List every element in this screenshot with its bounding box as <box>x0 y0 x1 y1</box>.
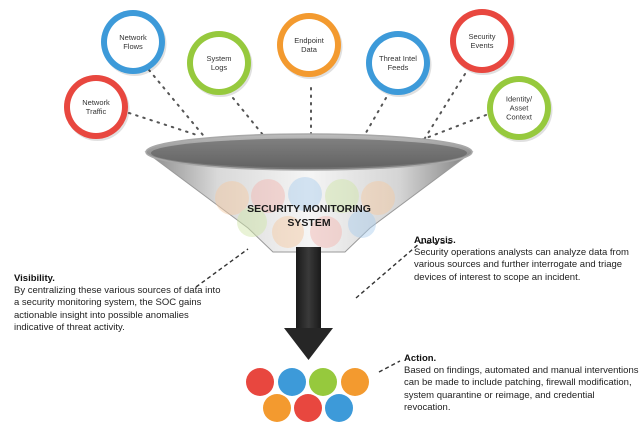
funnel-data-blobs <box>215 177 395 248</box>
source-label-system-logs: System <box>206 54 231 63</box>
analysis-block: Analysis. Security operations analysts c… <box>414 235 640 284</box>
source-label-security-events: Events <box>471 41 494 50</box>
output-dot <box>246 368 274 396</box>
source-label-endpoint-data: Data <box>301 45 318 54</box>
down-arrow <box>284 247 333 360</box>
source-center-network-flows <box>107 16 159 68</box>
action-heading: Action. <box>404 353 437 364</box>
source-label-network-traffic: Traffic <box>86 107 107 116</box>
source-center-system-logs <box>193 37 245 89</box>
output-dots <box>246 368 369 422</box>
source-label-identity-asset-context: Identity/ <box>506 95 533 104</box>
analysis-body: Security operations analysts can analyze… <box>414 247 629 283</box>
visibility-heading: Visibility. <box>14 273 55 284</box>
analysis-heading: Analysis. <box>414 235 456 246</box>
source-label-threat-intel-feeds: Threat Intel <box>379 54 417 63</box>
visibility-body: By centralizing these various sources of… <box>14 285 221 333</box>
source-center-network-traffic <box>70 81 122 133</box>
source-center-identity-asset-context <box>493 82 545 134</box>
output-dot <box>309 368 337 396</box>
output-dot <box>278 368 306 396</box>
source-label-threat-intel-feeds: Feeds <box>388 63 409 72</box>
source-label-network-flows: Flows <box>123 42 143 51</box>
source-label-endpoint-data: Endpoint <box>294 36 325 45</box>
visibility-block: Visibility. By centralizing these variou… <box>14 273 224 334</box>
funnel-title-line1: SECURITY MONITORING <box>247 203 371 215</box>
data-sources: NetworkTrafficNetworkFlowsSystemLogsEndp… <box>64 9 553 142</box>
source-label-network-flows: Network <box>119 33 147 42</box>
source-label-system-logs: Logs <box>211 63 228 72</box>
funnel: SECURITY MONITORING SYSTEM <box>144 133 474 253</box>
source-label-identity-asset-context: Asset <box>510 104 530 113</box>
source-center-endpoint-data <box>283 19 335 71</box>
output-dot <box>341 368 369 396</box>
funnel-title-line2: SYSTEM <box>287 217 330 229</box>
visibility-leader-line <box>195 248 249 288</box>
source-center-security-events <box>456 15 508 67</box>
source-label-network-traffic: Network <box>82 98 110 107</box>
source-center-threat-intel-feeds <box>372 37 424 89</box>
output-dot <box>294 394 322 422</box>
output-dot <box>263 394 291 422</box>
action-body: Based on findings, automated and manual … <box>404 365 639 413</box>
source-label-security-events: Security <box>468 32 495 41</box>
analysis-leader-line <box>355 242 452 299</box>
output-dot <box>325 394 353 422</box>
action-block: Action. Based on findings, automated and… <box>404 353 639 414</box>
action-leader-line <box>378 360 401 373</box>
source-label-identity-asset-context: Context <box>506 113 533 122</box>
